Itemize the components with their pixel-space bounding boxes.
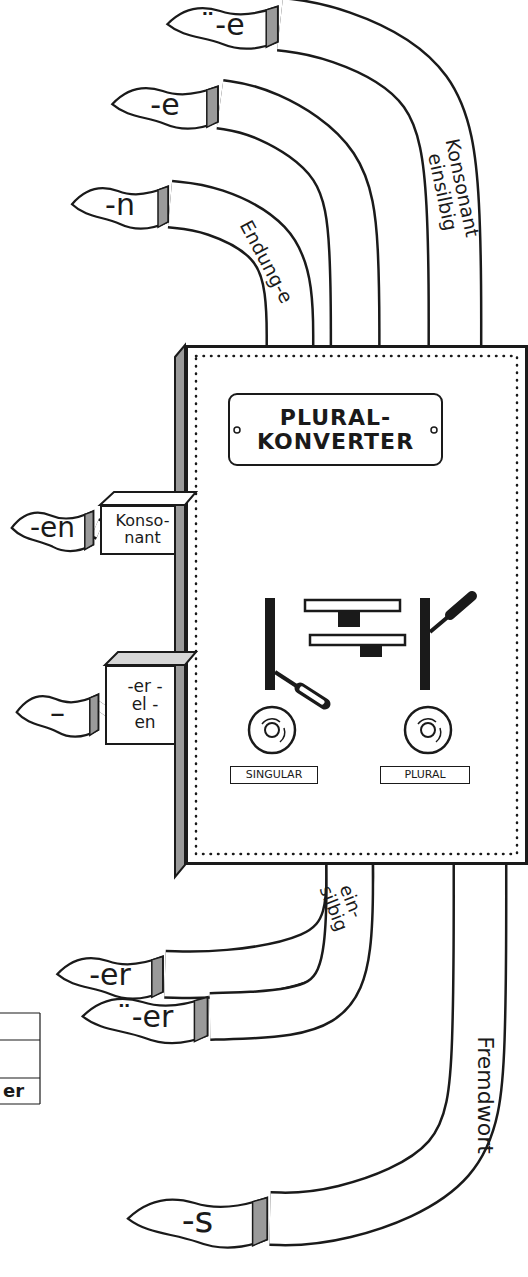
- flag-shape: [17, 695, 99, 737]
- ending-flag: ¨-e: [165, 0, 280, 55]
- plural-ending: ¨-er: [117, 1001, 174, 1033]
- knob-label: PLURAL: [380, 766, 470, 784]
- pipe-label: Fremdwort: [473, 1015, 496, 1175]
- condition-text: Konso- nant: [113, 513, 173, 547]
- ending-flag: –: [15, 688, 100, 743]
- name-plate: PLURAL- KONVERTER: [228, 393, 443, 466]
- pipe-outline: [280, 24, 455, 345]
- knob-label: SINGULAR: [230, 766, 318, 784]
- pipe-outline: [270, 865, 480, 1219]
- pipe-connector: [280, 24, 455, 345]
- flag-cuff: [266, 7, 278, 48]
- pipe-axis: [280, 24, 455, 345]
- box-top-face: [105, 652, 196, 665]
- pipe-body: [280, 24, 455, 345]
- ending-flag: -n: [70, 180, 170, 235]
- pipe-axis: [170, 204, 290, 345]
- condition-text: -er -el -en: [125, 678, 165, 732]
- flag-shape: [112, 87, 218, 129]
- table-fragment: [0, 1013, 40, 1104]
- flag-cuff: [253, 1198, 268, 1246]
- knob-label-text: SINGULAR: [246, 769, 303, 781]
- plural-ending: ¨-e: [200, 9, 244, 41]
- converter-machine: PLURAL- KONVERTER SINGULAR PLURAL: [185, 345, 528, 865]
- plural-ending: –: [50, 697, 65, 729]
- pipe-label: Endung-e: [231, 209, 300, 315]
- pipe-body: [170, 204, 290, 345]
- flag-cuff: [158, 187, 168, 228]
- flag-shape: [167, 7, 277, 49]
- pipe-body: [210, 865, 350, 1016]
- plural-ending: -er: [89, 959, 131, 991]
- pipe-outline: [170, 204, 290, 345]
- knob-label-text: PLURAL: [404, 769, 445, 781]
- ending-flag: -e: [110, 80, 220, 135]
- box-top-face: [100, 492, 196, 505]
- flag-shape: [12, 511, 94, 551]
- pipe-axis: [270, 865, 480, 1219]
- pipe-outline: [220, 104, 355, 345]
- condition-box: -er -el -en: [105, 665, 185, 745]
- flag-shape: [57, 957, 163, 999]
- flag-cuff: [207, 87, 218, 128]
- plural-ending: -en: [30, 513, 75, 542]
- flag-cuff: [152, 957, 163, 998]
- plural-ending: -e: [150, 89, 179, 121]
- flag-cuff: [85, 511, 94, 549]
- condition-box: Konso- nant: [100, 505, 185, 555]
- pipe-outline: [210, 865, 350, 1016]
- flag-shape: [128, 1198, 267, 1248]
- ending-flag: -s: [125, 1190, 270, 1255]
- ending-flag: ¨-er: [80, 990, 210, 1050]
- table-cell: er: [3, 1080, 24, 1101]
- plural-ending: -s: [182, 1201, 214, 1239]
- pipe-axis: [210, 865, 350, 1016]
- pipe-connector: [220, 104, 355, 345]
- flag-shape: [72, 187, 168, 229]
- flag-cuff: [194, 997, 207, 1041]
- pipe-body: [220, 104, 355, 345]
- ending-flag: -er: [55, 950, 165, 1005]
- pipe-label: Konsonant einsilbig: [422, 135, 483, 246]
- machine-side: [175, 345, 185, 877]
- pipe-axis: [220, 104, 355, 345]
- plural-ending: -n: [105, 189, 135, 221]
- flag-shape: [83, 997, 208, 1043]
- pipe-connector: [170, 204, 290, 345]
- pipe-connector: [210, 865, 350, 1016]
- pipe-connector: [270, 865, 480, 1219]
- flag-cuff: [90, 695, 99, 736]
- pipe-body: [270, 865, 480, 1219]
- ending-flag: -en: [10, 505, 95, 557]
- pipe-label: ein- silbig: [313, 869, 371, 941]
